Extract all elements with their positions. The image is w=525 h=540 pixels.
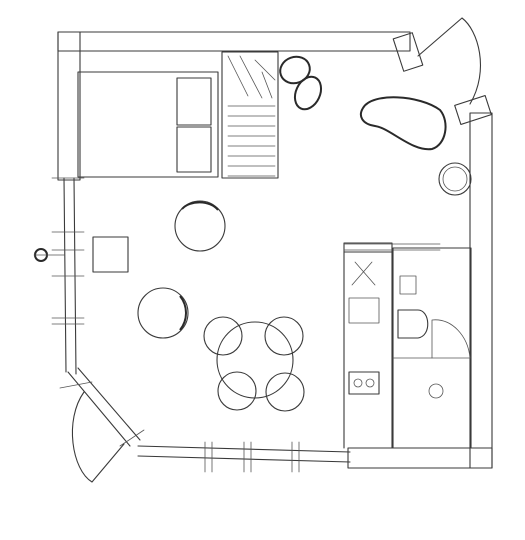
wall-corner-right-top [454,94,492,126]
cooktop [348,371,380,395]
stair-winder [227,55,276,99]
stepping-stone-1 [279,55,311,85]
dining-chair-4 [265,372,305,412]
stepping-stone-2 [293,75,323,111]
dining-chair-1 [203,316,243,356]
bathroom-enclosure [392,247,472,449]
bed-pillow-1 [176,77,212,126]
counter-top-edge [343,243,441,251]
desk [92,236,129,273]
stair-treads [227,105,276,177]
bath-door-swing [431,319,471,359]
range-hood [351,261,376,286]
bed-pillow-2 [176,126,212,173]
kitchen-counter [343,242,441,449]
round-plant [438,162,472,196]
exterior-walls [57,31,493,469]
armchair-top-back [181,201,219,211]
round-plant-inner [442,166,468,192]
bed [77,71,219,178]
bathroom [392,247,472,449]
wall-right [469,112,493,469]
dining-set [203,316,305,412]
staircase [221,51,279,179]
wall-corner-top-right [392,32,424,72]
wall-top [57,31,411,52]
patio-door-swing [71,391,125,483]
armchair-top [174,200,226,252]
wall-tick-marks [51,177,300,473]
counter-outline [343,242,393,449]
window-walls [51,177,351,473]
armchair-left [137,287,189,339]
armchair-left-back [179,295,187,331]
toilet [397,309,429,339]
burner-2 [365,378,375,388]
pond-or-tub [359,96,447,151]
floor-drain [428,383,444,399]
burner-1 [353,378,363,388]
entry-door-swing [417,17,482,105]
sink [348,297,380,324]
wash-basin [399,275,417,295]
wall-left-upper [57,31,81,181]
window-wall-diagonal [67,367,141,447]
dining-chair-3 [217,371,257,411]
dining-chair-2 [264,316,304,356]
bed-frame [77,71,219,178]
stair-enclosure [221,51,279,179]
